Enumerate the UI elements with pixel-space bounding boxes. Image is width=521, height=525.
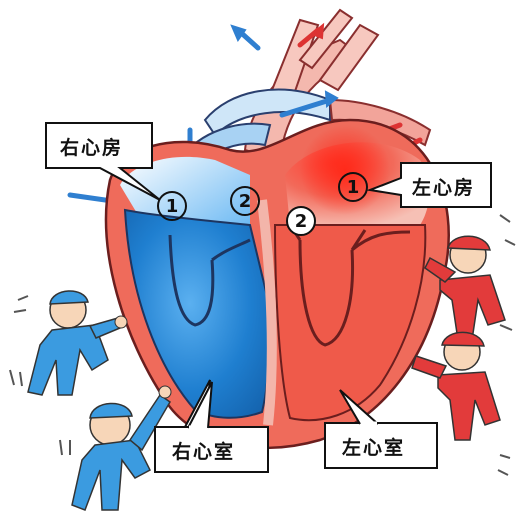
marker-right-atrium-valve: 1	[157, 191, 187, 221]
label-right-atrium: 右心房	[60, 133, 123, 160]
marker-right-ventricle-valve: 2	[230, 186, 260, 216]
marker-left-atrium-valve: 1	[338, 172, 368, 202]
label-left-atrium: 左心房	[412, 173, 475, 200]
marker-left-ventricle-valve: 2	[286, 206, 316, 236]
blue-worker-top	[28, 291, 127, 395]
label-right-ventricle: 右心室	[172, 437, 235, 464]
left-ventricle-chamber	[275, 225, 425, 420]
label-left-ventricle: 左心室	[342, 433, 405, 460]
